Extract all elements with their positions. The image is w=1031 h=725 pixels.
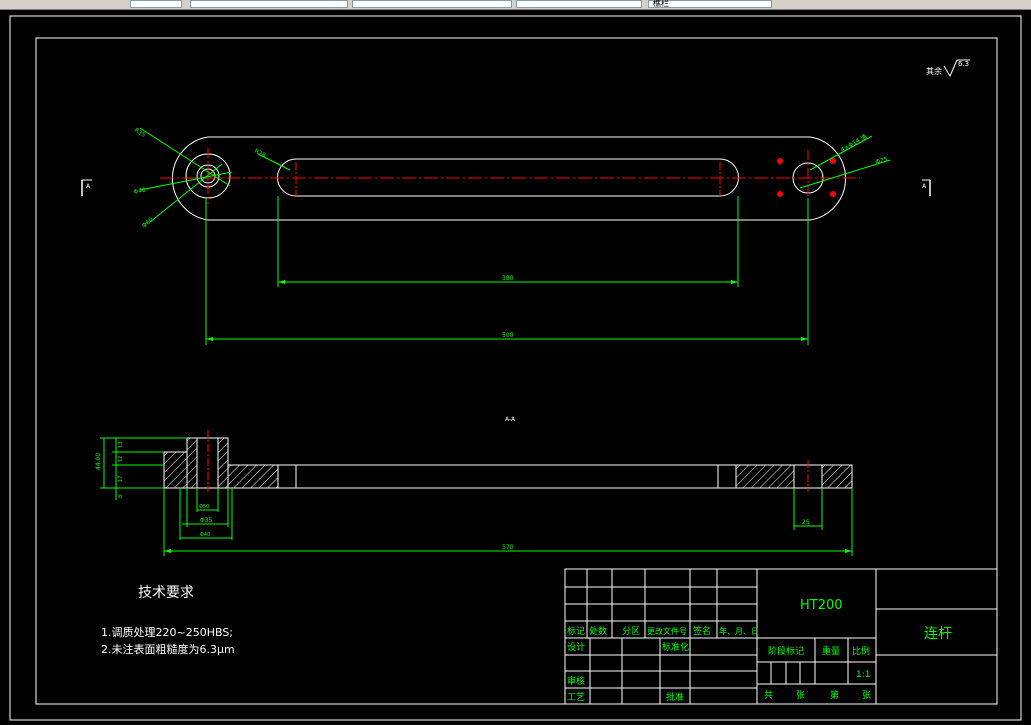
label-sheets: 张 [796, 690, 805, 701]
dim-sec-2: Φ35 [200, 517, 213, 524]
tech-notes: 技术要求 1.调质处理220~250HBS; 2.未注表面粗糙度为6.3μm [101, 585, 235, 656]
dim-overall: 570 [502, 544, 514, 551]
sheet-border-outer [9, 15, 1022, 721]
dim-sec-3: Φ40 [200, 532, 210, 538]
label-page: 第 [830, 689, 839, 701]
label-mark: 标记 [567, 625, 585, 637]
dim-d-left-outer: R35 [133, 127, 147, 139]
dim-h-b: 12 [118, 456, 124, 462]
dim-sec-1: Φ50 [199, 504, 209, 510]
dim-d-left-mid: Φ40 [133, 187, 147, 196]
section-marker-left: A [81, 179, 92, 196]
label-signature: 签名 [693, 625, 711, 637]
label-date: 年、月、日 [719, 626, 759, 636]
sheet-border-inner [35, 37, 998, 705]
toolbar: 樵栏 [0, 0, 1031, 10]
dim-slot-len: 380 [502, 275, 514, 282]
label-weight: 重量 [822, 645, 840, 657]
toolbar-field-5-label: 樵栏 [653, 0, 669, 8]
dim-d-left-inner: Φ60 [141, 216, 155, 229]
section-arrow-right: A [922, 183, 927, 190]
top-view: R35 Φ40 Φ60 R28 4×Φ14 通 Φ25 380 500 A A [81, 127, 931, 345]
dim-h-total: 44.00 [95, 453, 102, 470]
toolbar-field-5[interactable]: 樵栏 [648, 0, 772, 8]
toolbar-field-4[interactable] [516, 0, 642, 8]
label-count: 处数 [589, 625, 607, 637]
section-marker-right: A [922, 179, 931, 196]
title-block [564, 568, 998, 705]
toolbar-field-1[interactable] [130, 0, 182, 8]
dim-r-slot: R28 [253, 148, 267, 160]
dim-h-a: 13 [118, 442, 124, 448]
label-design: 设计 [567, 641, 585, 653]
section-label: A-A [505, 416, 516, 423]
dim-h-d: 8 [118, 495, 124, 498]
toolbar-field-2[interactable] [190, 0, 348, 8]
label-total: 共 [764, 690, 773, 701]
label-review: 审核 [567, 675, 585, 687]
label-standard: 标准化 [662, 641, 689, 653]
part-name: 连杆 [924, 626, 952, 642]
label-process: 工艺 [567, 692, 585, 703]
dim-h-c: 17 [118, 476, 124, 482]
dim-d-right-bore: Φ25 [875, 156, 889, 166]
label-stage-mark: 阶段标记 [768, 645, 804, 657]
roughness-symbol: 其余 6.3 [926, 59, 970, 78]
label-sheet2: 张 [862, 690, 871, 701]
scale-value: 1:1 [856, 670, 870, 680]
label-zone: 分区 [622, 626, 640, 637]
notes-item-2: 2.未注表面粗糙度为6.3μm [101, 642, 235, 656]
roughness-value: 6.3 [958, 60, 969, 68]
label-scale: 比例 [852, 645, 870, 657]
title-block-text: HT200 连杆 标记 处数 分区 更改文件号 签名 年、月、日 设计 标准化 … [567, 598, 952, 703]
dim-right-w: 25 [802, 519, 810, 526]
notes-title: 技术要求 [138, 585, 194, 601]
toolbar-field-3[interactable] [352, 0, 512, 8]
label-change-doc: 更改文件号 [647, 626, 687, 636]
material: HT200 [800, 598, 843, 613]
notes-item-1: 1.调质处理220~250HBS; [101, 626, 233, 639]
roughness-note: 其余 [926, 66, 942, 76]
label-approve: 批准 [666, 691, 684, 703]
dim-d-right-holes: 4×Φ14 通 [839, 132, 868, 153]
section-view: 44.00 13 12 17 8 Φ50 Φ35 Φ40 570 25 [95, 430, 853, 556]
section-arrow-left: A [86, 183, 91, 190]
dim-center-dist: 500 [502, 332, 514, 339]
